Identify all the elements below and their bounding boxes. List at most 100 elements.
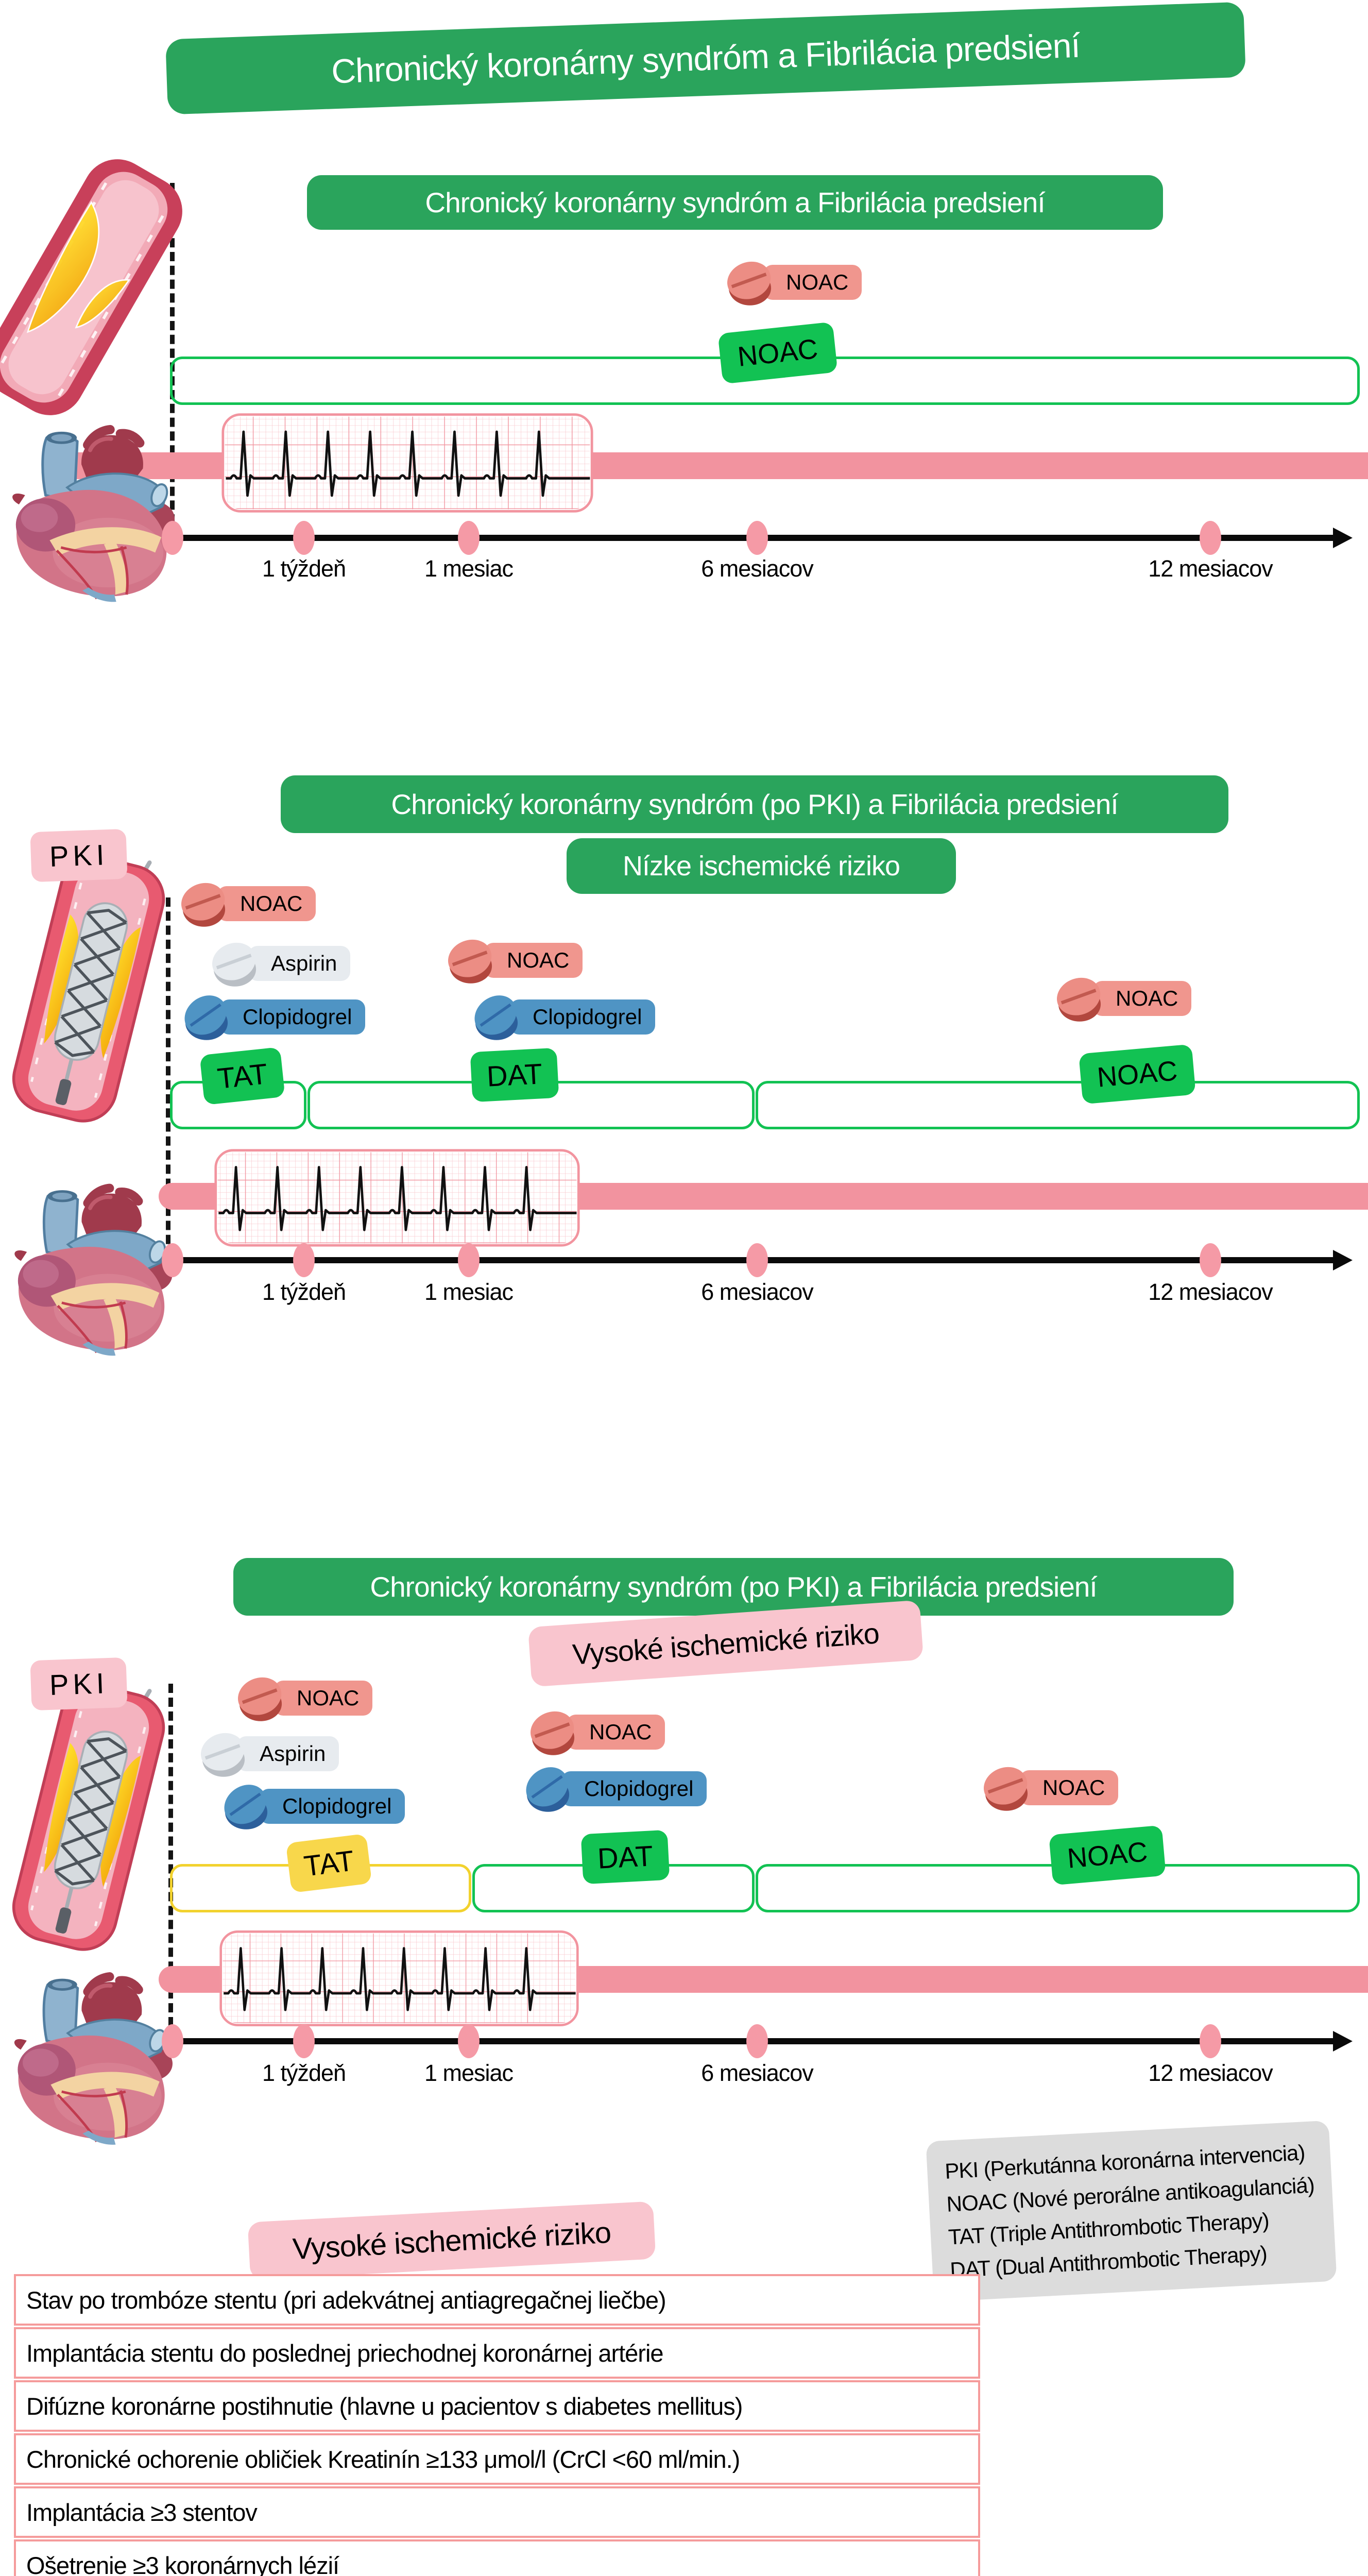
noac-pill: NOAC [1051,970,1192,1027]
tick-label-12-months: 12 mesiacov [1148,555,1273,582]
noac-pill: NOAC [175,875,316,933]
main-banner: Chronický koronárny syndróm a Fibrilácia… [165,2,1246,115]
noac-pill: NOAC [524,1703,665,1761]
risk-item-text: Stav po trombóze stentu (pri adekvátnej … [26,2286,666,2314]
tick-label-1-month: 1 mesiac [424,1279,514,1305]
noac-pill: NOAC [978,1759,1119,1817]
aspirin-pill: Aspirin [206,935,351,992]
timeline-start-dashed-line [166,897,170,1258]
tick-1-month [458,521,480,555]
section2-title: Chronický koronárny syndróm (po PKI) a F… [281,775,1228,833]
aspirin-pill: Aspirin [195,1725,339,1783]
tick-1-month [458,1243,480,1277]
tick-start [162,2024,183,2058]
risk-item-text: Difúzne koronárne postihnutie (hlavne u … [26,2392,743,2420]
section1-title: Chronický koronárny syndróm a Fibrilácia… [307,175,1163,230]
tick-label-6-months: 6 mesiacov [701,1279,814,1305]
tick-label-1-week: 1 týždeň [262,2060,346,2086]
timeline-arrow-icon [1333,2031,1353,2052]
blue-pill-icon [178,988,235,1046]
pill-label: NOAC [567,1715,665,1750]
abbreviation-legend: PKI (Perkutánna koronárna intervencia) N… [926,2120,1337,2302]
tat-therapy-tag: TAT [199,1047,286,1105]
red-pill-icon [175,875,233,933]
red-pill-icon [232,1669,289,1727]
pill-label: NOAC [484,943,583,978]
clopidogrel-pill: Clopidogrel [217,1777,405,1835]
risk-item-text: Implantácia ≥3 stentov [26,2498,258,2526]
pill-label: NOAC [274,1681,373,1716]
noac-therapy-tag: NOAC [1049,1825,1166,1886]
timeline-start-dashed-line [170,183,175,537]
noac-pill: NOAC [232,1669,373,1727]
risk-item-text: Implantácia stentu do poslednej priechod… [26,2339,664,2367]
tick-1-month [458,2024,480,2058]
pill-label: Clopidogrel [561,1771,707,1806]
blue-pill-icon [468,988,525,1046]
ecg-strip [219,1928,579,2029]
tick-label-1-month: 1 mesiac [424,2060,514,2086]
risk-item-text: Ošetrenie ≥3 koronárnych lézií [26,2551,339,2576]
pki-tag: PKI [30,828,128,883]
blue-pill-icon [519,1760,577,1818]
red-pill-icon [978,1759,1035,1817]
tick-label-6-months: 6 mesiacov [701,555,814,582]
ecg-strip [214,1148,580,1248]
tick-6-months [746,521,768,555]
red-pill-icon [721,253,779,311]
heart-illustration [5,418,175,603]
tick-label-1-month: 1 mesiac [424,555,514,582]
timeline-arrow-icon [1333,1250,1353,1270]
pill-label: Clopidogrel [510,999,656,1035]
clopidogrel-pill: Clopidogrel [519,1760,707,1818]
stent-artery-illustration [0,835,182,1141]
timeline-arrow-icon [1333,528,1353,548]
noac-pill: NOAC [721,253,862,311]
tick-start [162,1243,183,1277]
pill-label: NOAC [763,265,862,300]
blue-pill-icon [217,1777,275,1835]
risk-factor-table: Stav po trombóze stentu (pri adekvátnej … [14,2274,980,2576]
risk-row: Difúzne koronárne postihnutie (hlavne u … [14,2380,980,2432]
tick-12-months [1200,2024,1221,2058]
pki-tag: PKI [30,1657,128,1711]
pill-label: Aspirin [237,1736,339,1771]
tick-label-6-months: 6 mesiacov [701,2060,814,2086]
clopidogrel-pill: Clopidogrel [468,988,656,1046]
risk-item-text: Chronické ochorenie obličiek Kreatinín ≥… [26,2445,740,2473]
stent-artery-illustration [0,1663,182,1970]
tick-label-12-months: 12 mesiacov [1148,1279,1273,1305]
tick-1-week [293,1243,315,1277]
heart-illustration [8,1965,173,2146]
section3-title: Chronický koronárny syndróm (po PKI) a F… [233,1558,1234,1616]
white-pill-icon [206,935,264,992]
red-pill-icon [524,1703,582,1761]
risk-row: Ošetrenie ≥3 koronárnych lézií [14,2539,980,2576]
noac-therapy-tag: NOAC [1079,1044,1196,1105]
pill-label: Clopidogrel [260,1789,405,1824]
tick-start [162,521,183,555]
tick-label-1-week: 1 týždeň [262,1279,346,1305]
red-pill-icon [1051,970,1108,1027]
tat-therapy-tag: TAT [285,1833,372,1893]
tick-6-months [746,1243,768,1277]
risk-row: Implantácia stentu do poslednej priechod… [14,2327,980,2379]
white-pill-icon [195,1725,252,1783]
clopidogrel-pill: Clopidogrel [178,988,366,1046]
pill-label: Clopidogrel [220,999,366,1035]
tick-1-week [293,521,315,555]
tick-label-12-months: 12 mesiacov [1148,2060,1273,2086]
risk-row: Stav po trombóze stentu (pri adekvátnej … [14,2274,980,2326]
tick-12-months [1200,521,1221,555]
pill-label: NOAC [1020,1770,1119,1805]
pill-label: NOAC [217,886,316,921]
noac-pill: NOAC [442,931,583,989]
red-pill-icon [442,931,500,989]
dat-therapy-tag: DAT [470,1047,559,1103]
pill-label: NOAC [1093,981,1192,1016]
tick-1-week [293,2024,315,2058]
tick-6-months [746,2024,768,2058]
risk-row: Implantácia ≥3 stentov [14,2486,980,2538]
pill-label: Aspirin [248,946,351,981]
section2-subtitle: Nízke ischemické riziko [567,838,956,894]
